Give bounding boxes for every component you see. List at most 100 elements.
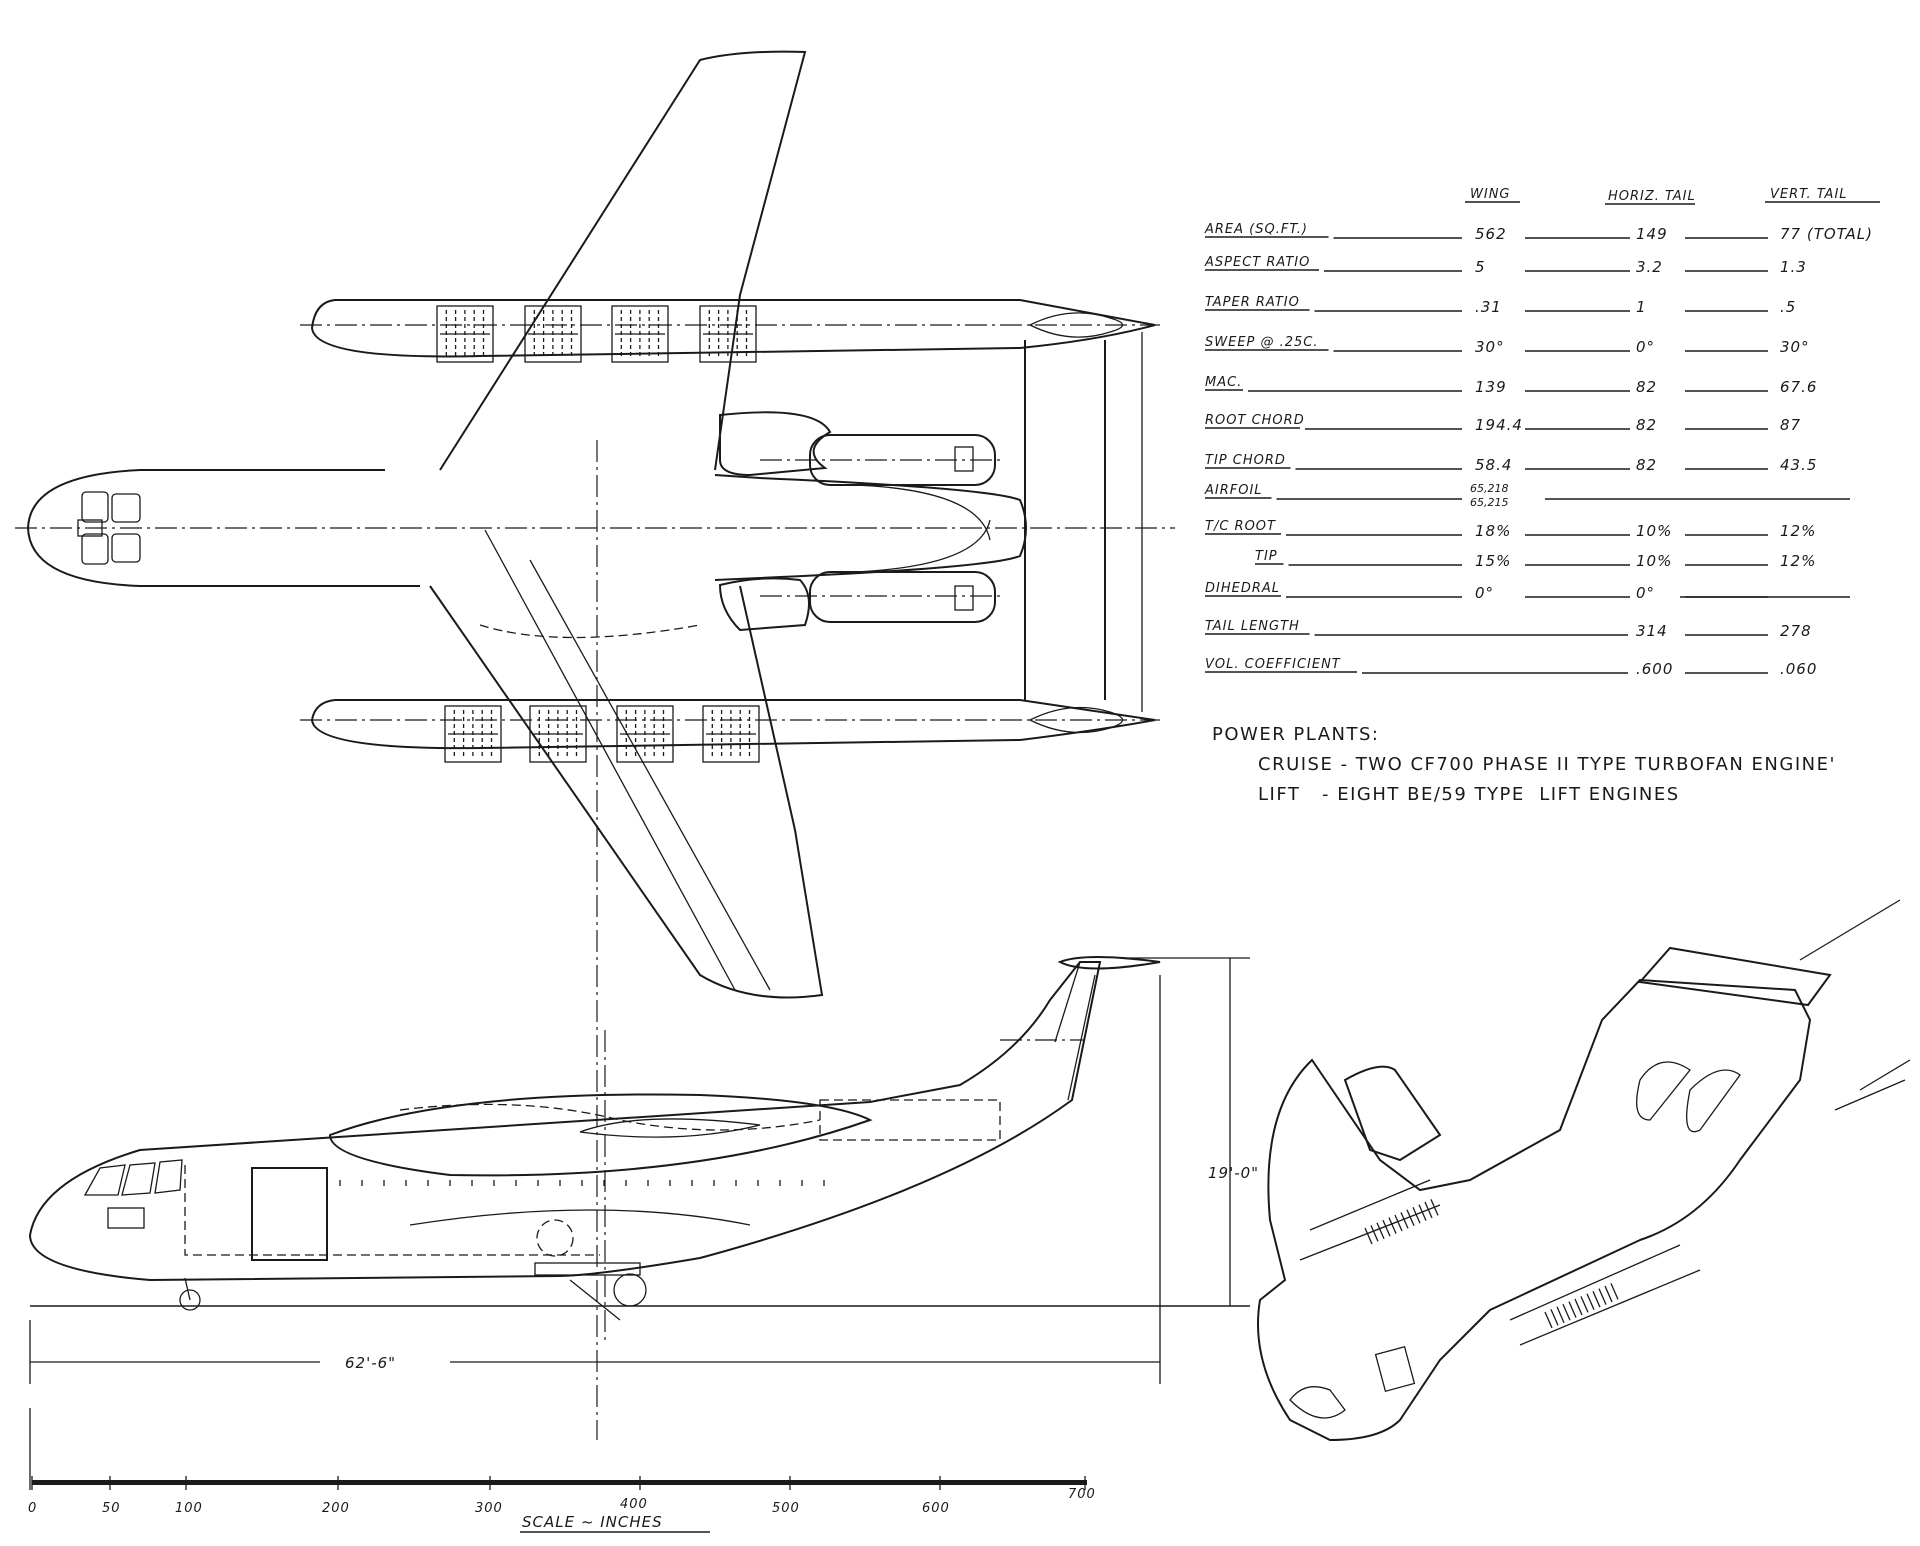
row-label: MAC. bbox=[1205, 375, 1242, 390]
cell-wing-airfoil-tip: 65,215 bbox=[1470, 496, 1509, 509]
cell-horiz-tail: 149 bbox=[1636, 225, 1668, 243]
plan-view bbox=[15, 50, 1175, 999]
lift-engine-bays bbox=[436, 305, 760, 763]
power-plants-title: POWER PLANTS: bbox=[1212, 724, 1379, 745]
side-door bbox=[251, 1167, 328, 1261]
cockpit-windows bbox=[77, 491, 141, 565]
col-header-horiz-tail: HORIZ. TAIL bbox=[1608, 189, 1696, 204]
row-label: TIP CHORD bbox=[1205, 453, 1286, 468]
cell-vert-tail: 67.6 bbox=[1780, 378, 1817, 396]
cell-horiz-tail: 10% bbox=[1636, 522, 1672, 540]
table-row: AREA (SQ.FT.) 562 149 77 (TOTAL) bbox=[1204, 222, 1873, 243]
lift-engine-bay bbox=[529, 705, 587, 763]
cell-vert-tail: 43.5 bbox=[1780, 456, 1817, 474]
table-row: T/C ROOT 18% 10% 12% bbox=[1205, 519, 1816, 540]
row-label: VOL. COEFFICIENT bbox=[1205, 657, 1341, 672]
lift-engine-bay bbox=[524, 305, 582, 363]
table-row: MAC. 139 82 67.6 bbox=[1205, 375, 1817, 396]
cell-wing: .31 bbox=[1475, 298, 1502, 316]
cell-vert-tail: .5 bbox=[1780, 298, 1796, 316]
geometry-table: WING HORIZ. TAIL VERT. TAIL AREA (SQ.FT.… bbox=[1204, 187, 1880, 678]
table-row: ASPECT RATIO 5 3.2 1.3 bbox=[1204, 255, 1807, 276]
scale-tick-700: 700 bbox=[1068, 1487, 1096, 1502]
cell-vert-tail: .060 bbox=[1780, 660, 1817, 678]
cell-wing: 0° bbox=[1475, 584, 1494, 602]
length-dimension: 62'-6" bbox=[345, 1354, 396, 1372]
height-dimension: 19'-0" bbox=[1208, 1164, 1259, 1182]
scale-tick-600: 600 bbox=[922, 1501, 950, 1516]
row-label: ASPECT RATIO bbox=[1204, 255, 1310, 270]
horizontal-tail bbox=[1024, 332, 1143, 712]
lift-engine-bay bbox=[699, 305, 757, 363]
row-label: TIP bbox=[1255, 549, 1278, 564]
isometric-view bbox=[1257, 899, 1911, 1442]
cell-vert-tail: 87 bbox=[1780, 416, 1801, 434]
cell-wing-airfoil-root: 65,218 bbox=[1470, 482, 1509, 495]
lower-lift-pod bbox=[310, 699, 1156, 750]
cell-vert-tail: 30° bbox=[1780, 338, 1810, 356]
lift-engine-bay bbox=[702, 705, 760, 763]
cell-horiz-tail: 0° bbox=[1636, 338, 1655, 356]
cell-wing: 15% bbox=[1475, 552, 1511, 570]
col-header-wing: WING bbox=[1470, 187, 1511, 202]
table-row: SWEEP @ .25C. 30° 0° 30° bbox=[1205, 335, 1810, 356]
cell-vert-tail: 278 bbox=[1780, 622, 1812, 640]
table-row: TIP 15% 10% 12% bbox=[1255, 549, 1816, 570]
cell-vert-tail: 77 (TOTAL) bbox=[1780, 225, 1873, 243]
row-label: TAIL LENGTH bbox=[1205, 619, 1300, 634]
lift-engine-bay bbox=[611, 305, 669, 363]
lower-wing bbox=[429, 585, 824, 999]
cell-wing: 5 bbox=[1475, 258, 1486, 276]
cell-horiz-tail: 10% bbox=[1636, 552, 1672, 570]
cell-wing: 194.4 bbox=[1475, 416, 1523, 434]
cell-horiz-tail: 82 bbox=[1636, 416, 1657, 434]
lift-engine-bay bbox=[444, 705, 502, 763]
cell-vert-tail: 1.3 bbox=[1780, 258, 1807, 276]
row-label: DIHEDRAL bbox=[1205, 581, 1280, 596]
cell-wing: 18% bbox=[1475, 522, 1511, 540]
cruise-nacelles bbox=[718, 411, 1005, 632]
row-label: SWEEP @ .25C. bbox=[1205, 335, 1319, 350]
cell-horiz-tail: 0° bbox=[1636, 584, 1655, 602]
scale-tick-50: 50 bbox=[102, 1501, 121, 1516]
row-label: TAPER RATIO bbox=[1205, 295, 1300, 310]
scale-tick-100: 100 bbox=[175, 1501, 203, 1516]
row-label: AREA (SQ.FT.) bbox=[1204, 222, 1308, 237]
scale-tick-500: 500 bbox=[772, 1501, 800, 1516]
landing-gear bbox=[179, 1219, 647, 1321]
scale-tick-300: 300 bbox=[475, 1501, 503, 1516]
table-row: TIP CHORD 58.4 82 43.5 bbox=[1205, 453, 1817, 474]
cell-horiz-tail: 3.2 bbox=[1636, 258, 1663, 276]
row-label: T/C ROOT bbox=[1205, 519, 1276, 534]
cell-vert-tail: 12% bbox=[1780, 522, 1816, 540]
cell-vert-tail: 12% bbox=[1780, 552, 1816, 570]
cell-horiz-tail: 1 bbox=[1636, 298, 1647, 316]
cell-wing: 58.4 bbox=[1475, 456, 1512, 474]
table-row: DIHEDRAL 0° 0° bbox=[1205, 581, 1850, 602]
power-plants-note: POWER PLANTS: CRUISE - TWO CF700 PHASE I… bbox=[1212, 724, 1836, 805]
upper-wing bbox=[439, 50, 807, 471]
row-label: AIRFOIL bbox=[1204, 483, 1263, 498]
cell-wing: 139 bbox=[1475, 378, 1507, 396]
cell-horiz-tail: .600 bbox=[1636, 660, 1673, 678]
scale-tick-200: 200 bbox=[322, 1501, 350, 1516]
power-plants-cruise: CRUISE - TWO CF700 PHASE II TYPE TURBOFA… bbox=[1258, 754, 1836, 775]
cell-wing: 30° bbox=[1475, 338, 1505, 356]
cell-horiz-tail: 314 bbox=[1636, 622, 1668, 640]
cell-horiz-tail: 82 bbox=[1636, 378, 1657, 396]
side-wing-pod bbox=[328, 1093, 873, 1177]
scale-bar: 0 50 100 200 300 400 500 600 700 SCALE ~… bbox=[28, 1408, 1096, 1533]
cell-wing: 562 bbox=[1475, 225, 1507, 243]
side-view: 19'-0" 62'-6" bbox=[28, 956, 1259, 1384]
scale-caption: SCALE ~ INCHES bbox=[522, 1513, 663, 1531]
upper-lift-pod bbox=[310, 299, 1156, 358]
power-plants-lift: LIFT - EIGHT BE/59 TYPE LIFT ENGINES bbox=[1258, 784, 1680, 805]
col-header-vert-tail: VERT. TAIL bbox=[1770, 187, 1848, 202]
table-row: TAPER RATIO .31 1 .5 bbox=[1205, 295, 1796, 316]
cell-horiz-tail: 82 bbox=[1636, 456, 1657, 474]
lift-engine-bay bbox=[616, 705, 674, 763]
lift-engine-bay bbox=[436, 305, 494, 363]
